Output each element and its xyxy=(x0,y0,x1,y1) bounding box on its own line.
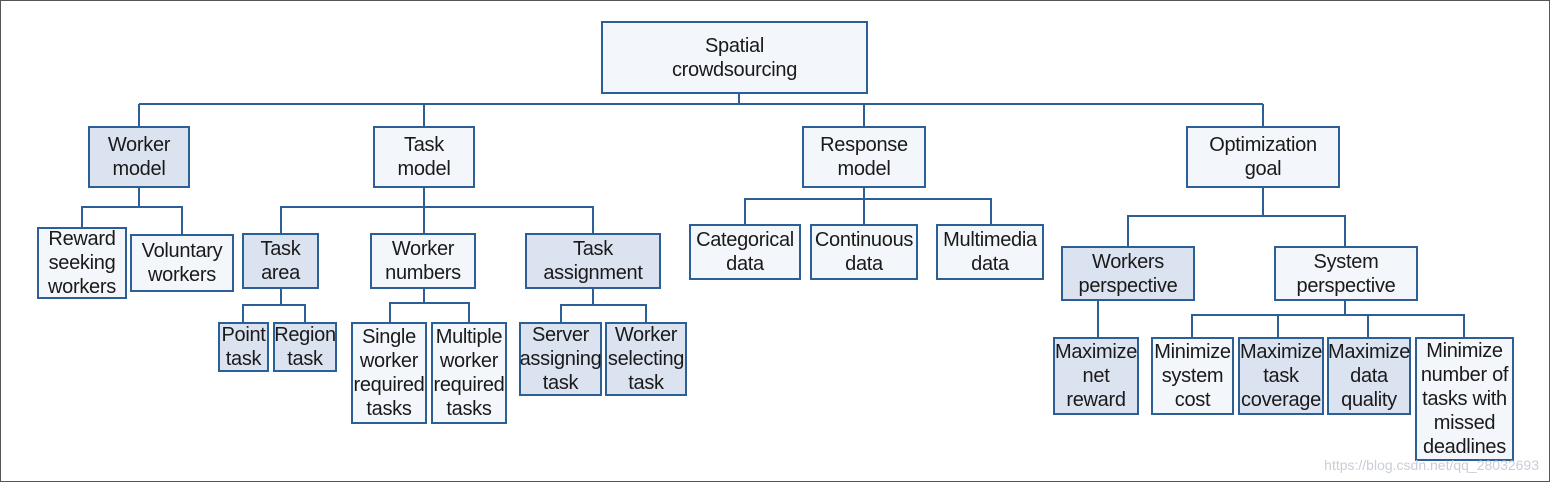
connector-task-area xyxy=(242,289,282,322)
connector-optimization-goal-right xyxy=(1263,215,1346,246)
connector-task-assignment-worker xyxy=(593,304,647,322)
node-worker-numbers: Worker numbers xyxy=(370,233,476,289)
connector-system-perspective-right xyxy=(1345,314,1465,337)
node-task-model: Task model xyxy=(373,126,475,188)
node-maximize-data-quality: Maximize data quality xyxy=(1327,337,1411,415)
connector-system-perspective xyxy=(1191,301,1346,337)
node-minimize-missed-deadlines: Minimize number of tasks with missed dea… xyxy=(1415,337,1514,461)
connector-task-area-region xyxy=(281,304,306,322)
connector-worker-model-voluntary xyxy=(139,206,183,234)
node-minimize-system-cost: Minimize system cost xyxy=(1151,337,1234,415)
node-reward-seeking-workers: Reward seeking workers xyxy=(37,227,127,299)
node-system-perspective: System perspective xyxy=(1274,246,1418,301)
node-multimedia-data: Multimedia data xyxy=(936,224,1044,280)
node-optimization-goal: Optimization goal xyxy=(1186,126,1340,188)
connector-worker-numbers xyxy=(389,289,425,322)
node-response-model: Response model xyxy=(802,126,926,188)
connector-task-assignment xyxy=(560,289,594,322)
node-task-area: Task area xyxy=(242,233,319,289)
node-worker-selecting-task: Worker selecting task xyxy=(605,322,687,396)
connector-worker-numbers-multiple xyxy=(424,302,470,322)
node-workers-perspective: Workers perspective xyxy=(1061,246,1195,301)
node-voluntary-workers: Voluntary workers xyxy=(130,234,234,292)
node-single-worker-required-tasks: Single worker required tasks xyxy=(351,322,427,424)
node-task-assignment: Task assignment xyxy=(525,233,661,289)
node-multiple-worker-required-tasks: Multiple worker required tasks xyxy=(431,322,507,424)
connector-response-model-right xyxy=(864,198,992,224)
watermark-text: https://blog.csdn.net/qq_28032693 xyxy=(1324,457,1539,473)
node-point-task: Point task xyxy=(218,322,269,372)
node-server-assigning-task: Server assigning task xyxy=(519,322,602,396)
node-spatial-crowdsourcing: Spatial crowdsourcing xyxy=(601,21,868,94)
node-maximize-task-coverage: Maximize task coverage xyxy=(1238,337,1324,415)
node-categorical-data: Categorical data xyxy=(689,224,801,280)
node-region-task: Region task xyxy=(273,322,337,372)
node-worker-model: Worker model xyxy=(88,126,190,188)
connector-worker-model-children xyxy=(81,188,140,227)
connector-response-model-bus xyxy=(744,188,865,224)
connector-task-model-right xyxy=(424,206,594,233)
connector-task-model-bus xyxy=(280,188,425,233)
node-continuous-data: Continuous data xyxy=(810,224,918,280)
connector-optimization-goal-bus xyxy=(1127,188,1264,246)
node-maximize-net-reward: Maximize net reward xyxy=(1053,337,1139,415)
